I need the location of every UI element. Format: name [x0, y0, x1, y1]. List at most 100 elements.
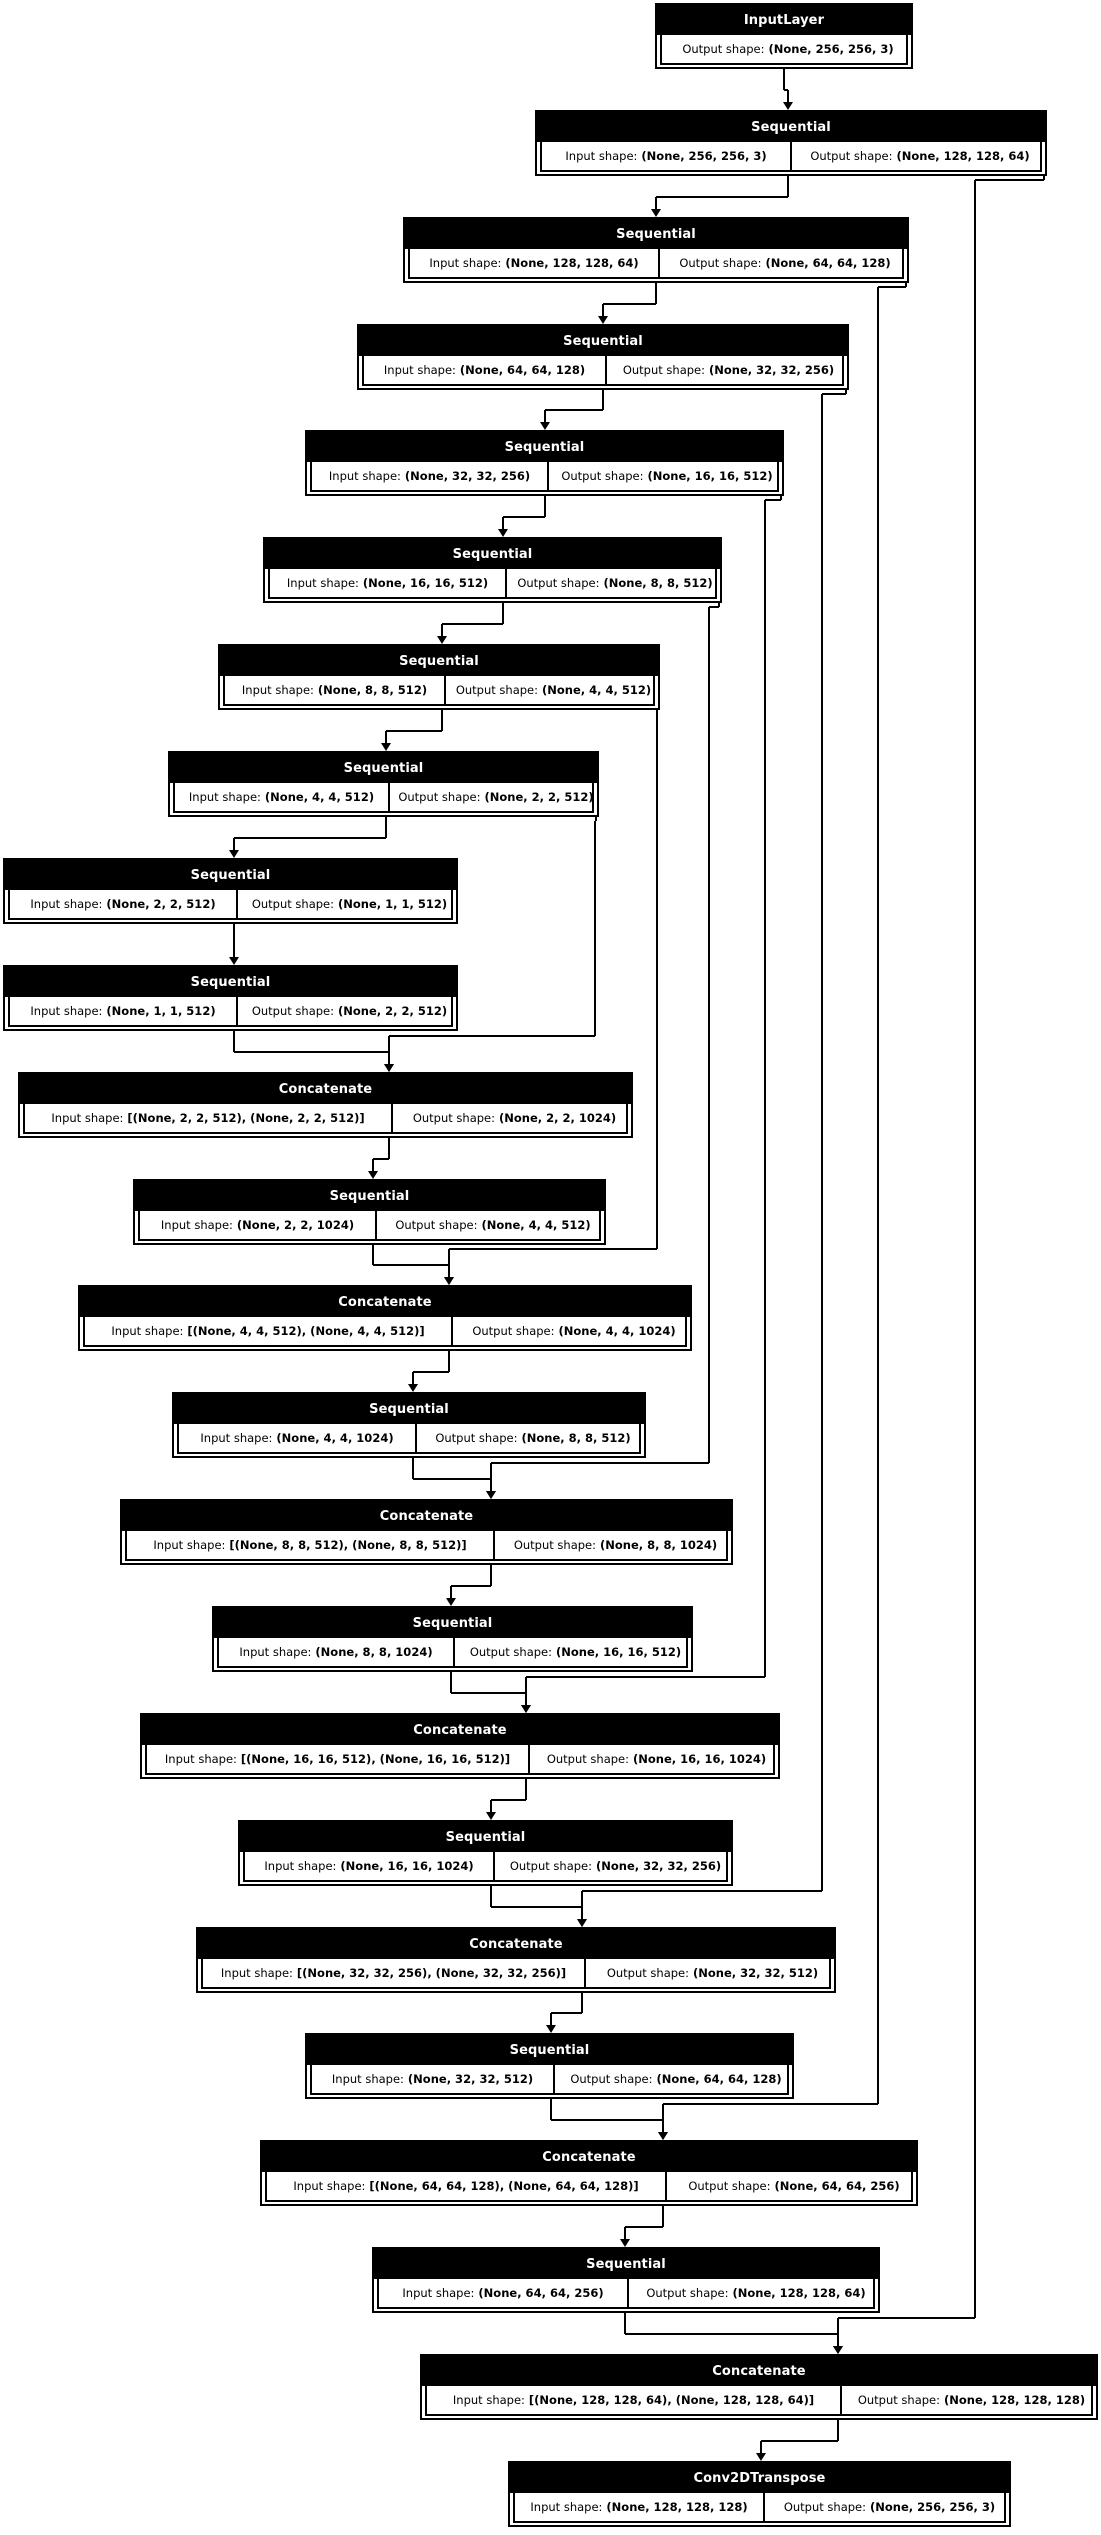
edge-arrowhead: [546, 2025, 556, 2033]
layer-shape-row: Input shape:[(None, 64, 64, 128), (None,…: [265, 2172, 913, 2202]
edge-chain: [490, 1565, 492, 1586]
input-shape-value: (None, 64, 64, 128): [459, 363, 586, 377]
output-shape-value: (None, 64, 64, 128): [656, 2072, 782, 2086]
input-shape-cell: Input shape:(None, 16, 16, 512): [270, 569, 507, 597]
edge-chain: [233, 838, 235, 850]
output-shape-value: (None, 32, 32, 256): [596, 1859, 722, 1873]
layer-shape-row: Input shape:(None, 128, 128, 128)Output …: [513, 2493, 1006, 2523]
layer-shape-row: Input shape:(None, 32, 32, 256)Output sh…: [310, 462, 779, 492]
output-shape-value: (None, 8, 8, 1024): [600, 1538, 718, 1552]
layer-type-label: Sequential: [240, 1822, 731, 1852]
edge-chain: [581, 1993, 583, 2013]
output-shape-value: (None, 4, 4, 512): [481, 1218, 591, 1232]
input-shape-value: [(None, 64, 64, 128), (None, 64, 64, 128…: [369, 2179, 639, 2193]
input-shape-prefix: Input shape:: [264, 1859, 337, 1873]
skip-edge-1: [838, 2317, 975, 2319]
skip-edge-arrowhead-7: [384, 1064, 394, 1072]
output-shape-value: (None, 2, 2, 1024): [499, 1111, 617, 1125]
edge-chain: [233, 924, 235, 957]
output-shape-value: (None, 128, 128, 128): [944, 2393, 1086, 2407]
skip-edge-arrowhead-4: [521, 1705, 531, 1713]
edge-chain: [451, 1692, 526, 1694]
edge-chain: [655, 283, 657, 304]
edge-chain: [624, 2313, 626, 2334]
edge-arrowhead: [756, 2453, 766, 2461]
layer-shape-row: Input shape:(None, 64, 64, 128)Output sh…: [362, 356, 844, 386]
input-shape-value: (None, 4, 4, 512): [264, 790, 375, 804]
layer-type-label: Sequential: [537, 112, 1045, 142]
edge-arrowhead: [408, 1384, 418, 1392]
skip-edge-6: [448, 1249, 450, 1277]
input-shape-cell: Input shape:[(None, 16, 16, 512), (None,…: [147, 1745, 530, 1773]
skip-edge-2: [662, 2104, 664, 2132]
input-shape-prefix: Input shape:: [286, 576, 359, 590]
layer-shape-row: Input shape:(None, 128, 128, 64)Output s…: [408, 249, 904, 279]
output-shape-prefix: Output shape:: [622, 363, 706, 377]
layer-shape-row: Input shape:[(None, 128, 128, 64), (None…: [425, 2386, 1093, 2416]
input-shape-cell: Input shape:(None, 1, 1, 512): [10, 997, 238, 1025]
output-shape-cell: Output shape:(None, 128, 128, 128): [842, 2386, 1101, 2414]
input-shape-cell: Input shape:[(None, 4, 4, 512), (None, 4…: [85, 1317, 453, 1345]
output-shape-prefix: Output shape:: [509, 1859, 593, 1873]
edge-chain: [450, 1672, 452, 1693]
layer-shape-row: Input shape:(None, 2, 2, 512)Output shap…: [8, 890, 453, 920]
input-shape-prefix: Input shape:: [530, 2500, 603, 2514]
layer-shape-row: Input shape:[(None, 2, 2, 512), (None, 2…: [23, 1104, 628, 1134]
input-shape-prefix: Input shape:: [200, 1431, 273, 1445]
layer-type-label: Sequential: [307, 432, 782, 462]
output-shape-value: (None, 128, 128, 64): [896, 149, 1030, 163]
edge-chain: [413, 1371, 449, 1373]
layer-type-label: Sequential: [174, 1394, 644, 1424]
edge-chain: [761, 2440, 838, 2442]
edge-chain: [602, 390, 604, 410]
skip-edge-3: [581, 1891, 583, 1919]
skip-edge-arrowhead-6: [444, 1277, 454, 1285]
skip-edge-2: [877, 287, 879, 2104]
input-shape-prefix: Input shape:: [402, 2286, 475, 2300]
skip-edge-6: [656, 714, 658, 1249]
output-shape-cell: Output shape:(None, 2, 2, 512): [238, 997, 461, 1025]
edge-chain: [662, 2206, 664, 2227]
output-shape-prefix: Output shape:: [395, 1218, 478, 1232]
edge-arrowhead: [540, 422, 550, 430]
input-shape-prefix: Input shape:: [452, 2393, 525, 2407]
output-shape-value: (None, 1, 1, 512): [338, 897, 448, 911]
edge-chain: [372, 1245, 374, 1265]
input-shape-prefix: Input shape:: [153, 1538, 226, 1552]
layer-type-label: Sequential: [405, 219, 907, 249]
skip-edge-2: [905, 283, 907, 287]
output-shape-value: (None, 8, 8, 512): [603, 576, 713, 590]
input-shape-value: (None, 32, 32, 256): [404, 469, 531, 483]
output-shape-cell: Output shape:(None, 256, 256, 3): [765, 2493, 1014, 2521]
edge-chain: [550, 2013, 552, 2025]
edge-chain: [787, 90, 789, 102]
edge-chain: [490, 1886, 492, 1907]
edge-arrowhead: [368, 1171, 378, 1179]
edge-chain: [234, 1051, 389, 1053]
edge-arrowhead: [437, 636, 447, 644]
edge-chain: [388, 1138, 390, 1159]
skip-edge-3: [821, 394, 823, 1891]
input-shape-cell: Input shape:(None, 32, 32, 256): [312, 462, 549, 490]
edge-chain: [602, 304, 604, 316]
output-shape-prefix: Output shape:: [412, 1111, 496, 1125]
input-shape-value: (None, 2, 2, 512): [106, 897, 216, 911]
input-shape-cell: Input shape:(None, 4, 4, 512): [175, 783, 390, 811]
edge-chain: [837, 2420, 839, 2441]
input-shape-value: (None, 64, 64, 256): [478, 2286, 604, 2300]
layer-type-label: Concatenate: [198, 1929, 834, 1959]
output-shape-cell: Output shape:(None, 16, 16, 512): [455, 1638, 696, 1666]
edge-chain: [624, 2227, 626, 2239]
skip-edge-7: [389, 1035, 595, 1037]
output-shape-prefix: Output shape:: [469, 1645, 553, 1659]
skip-edge-arrowhead-3: [577, 1919, 587, 1927]
edge-chain: [655, 197, 657, 209]
output-shape-value: (None, 4, 4, 1024): [558, 1324, 676, 1338]
